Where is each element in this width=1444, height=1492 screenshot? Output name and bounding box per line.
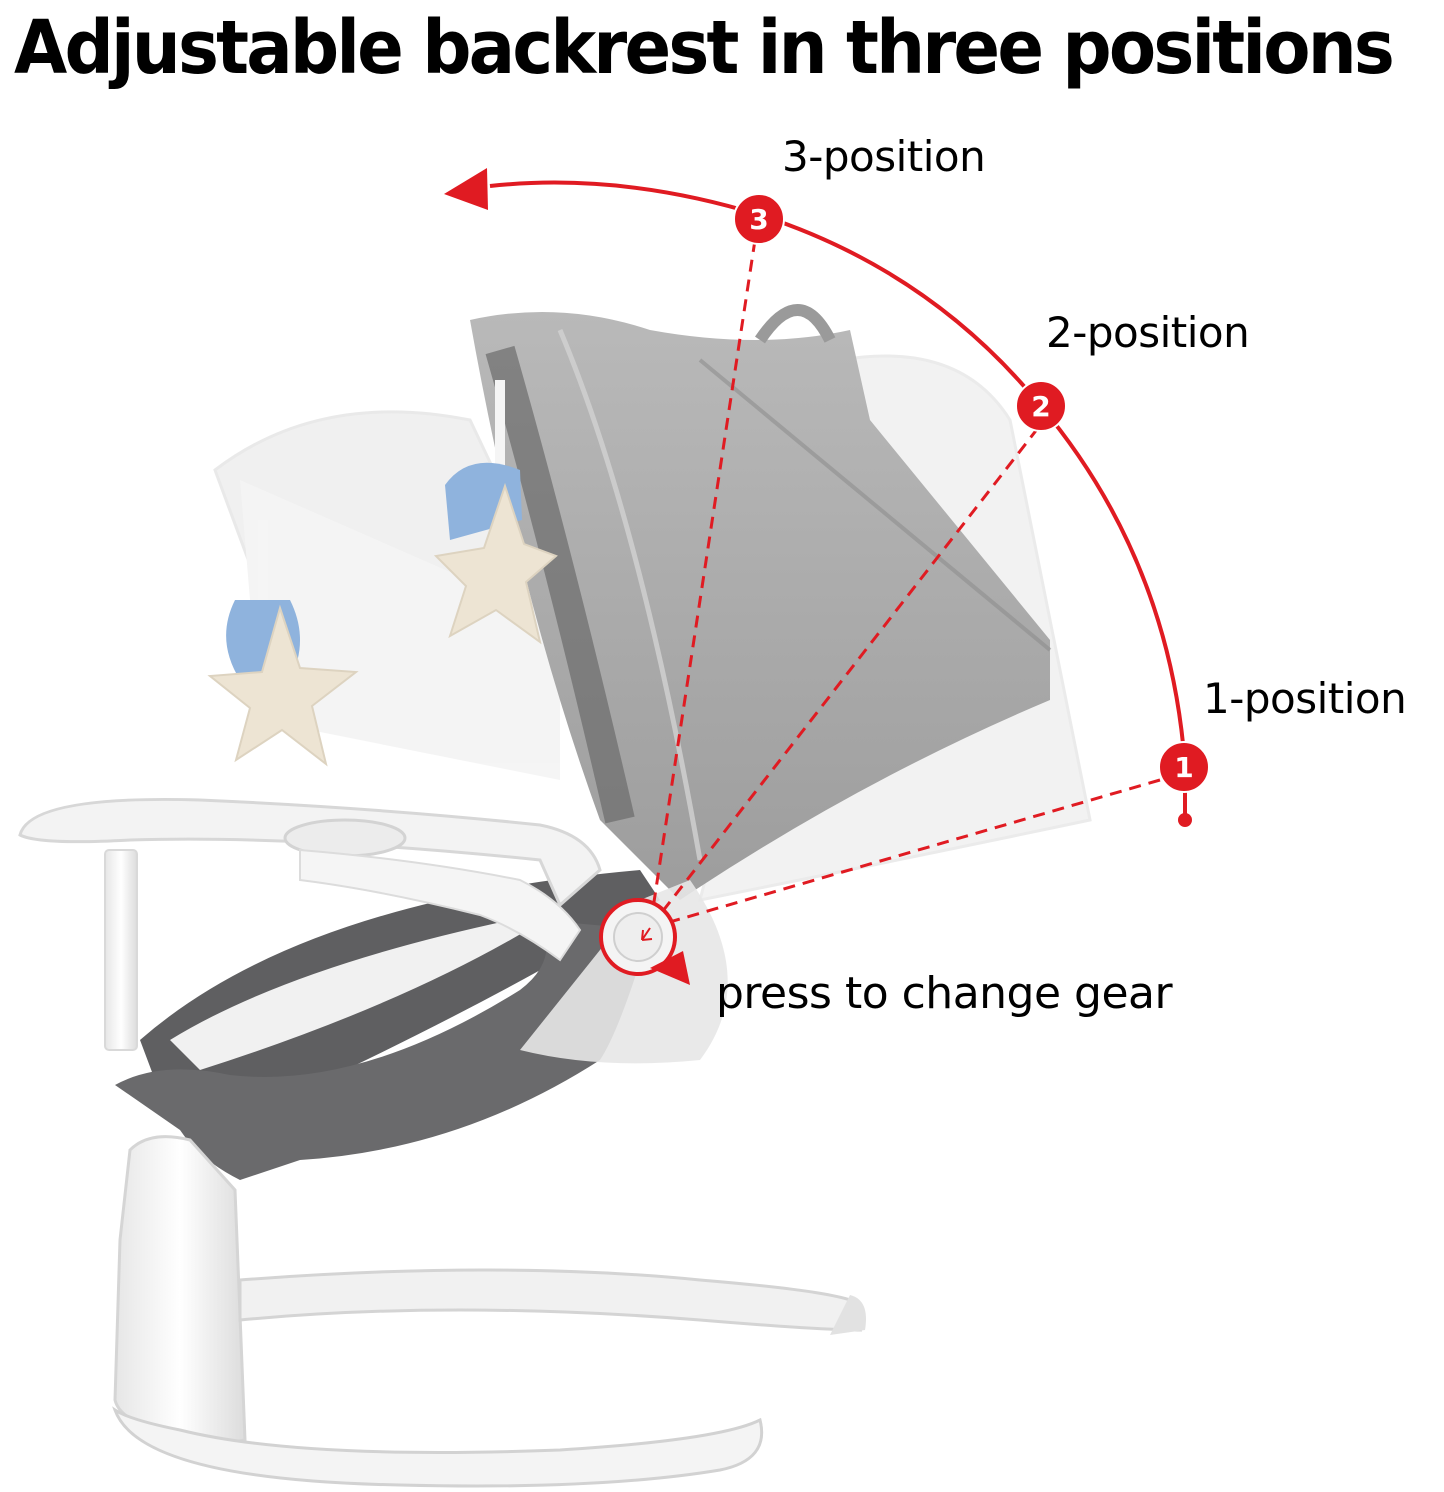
arrow-left-icon (444, 168, 488, 210)
hanging-toy-star-left (207, 520, 359, 767)
position-marker-2: 2 (1015, 380, 1067, 432)
position-guide-lines (648, 239, 1161, 929)
swing-base (112, 1135, 866, 1488)
svg-text:2: 2 (1031, 390, 1050, 423)
position-1-label: 1-position (1203, 674, 1407, 723)
gear-button-callout (599, 898, 690, 985)
position-3-label: 3-position (782, 132, 986, 181)
position-marker-3: 3 (733, 193, 785, 245)
position-2-label: 2-position (1046, 308, 1250, 357)
tray-frame (18, 797, 602, 1051)
hanging-toy-star-right (433, 380, 558, 645)
svg-text:3: 3 (749, 203, 768, 236)
page-title: Adjustable backrest in three positions (14, 5, 1395, 91)
svg-text:1: 1 (1174, 751, 1193, 784)
gear-button-label: press to change gear (716, 968, 1173, 1019)
backrest-canopy (470, 304, 1052, 900)
position-marker-1: 1 (1158, 741, 1210, 793)
circle-button-icon (613, 912, 663, 962)
